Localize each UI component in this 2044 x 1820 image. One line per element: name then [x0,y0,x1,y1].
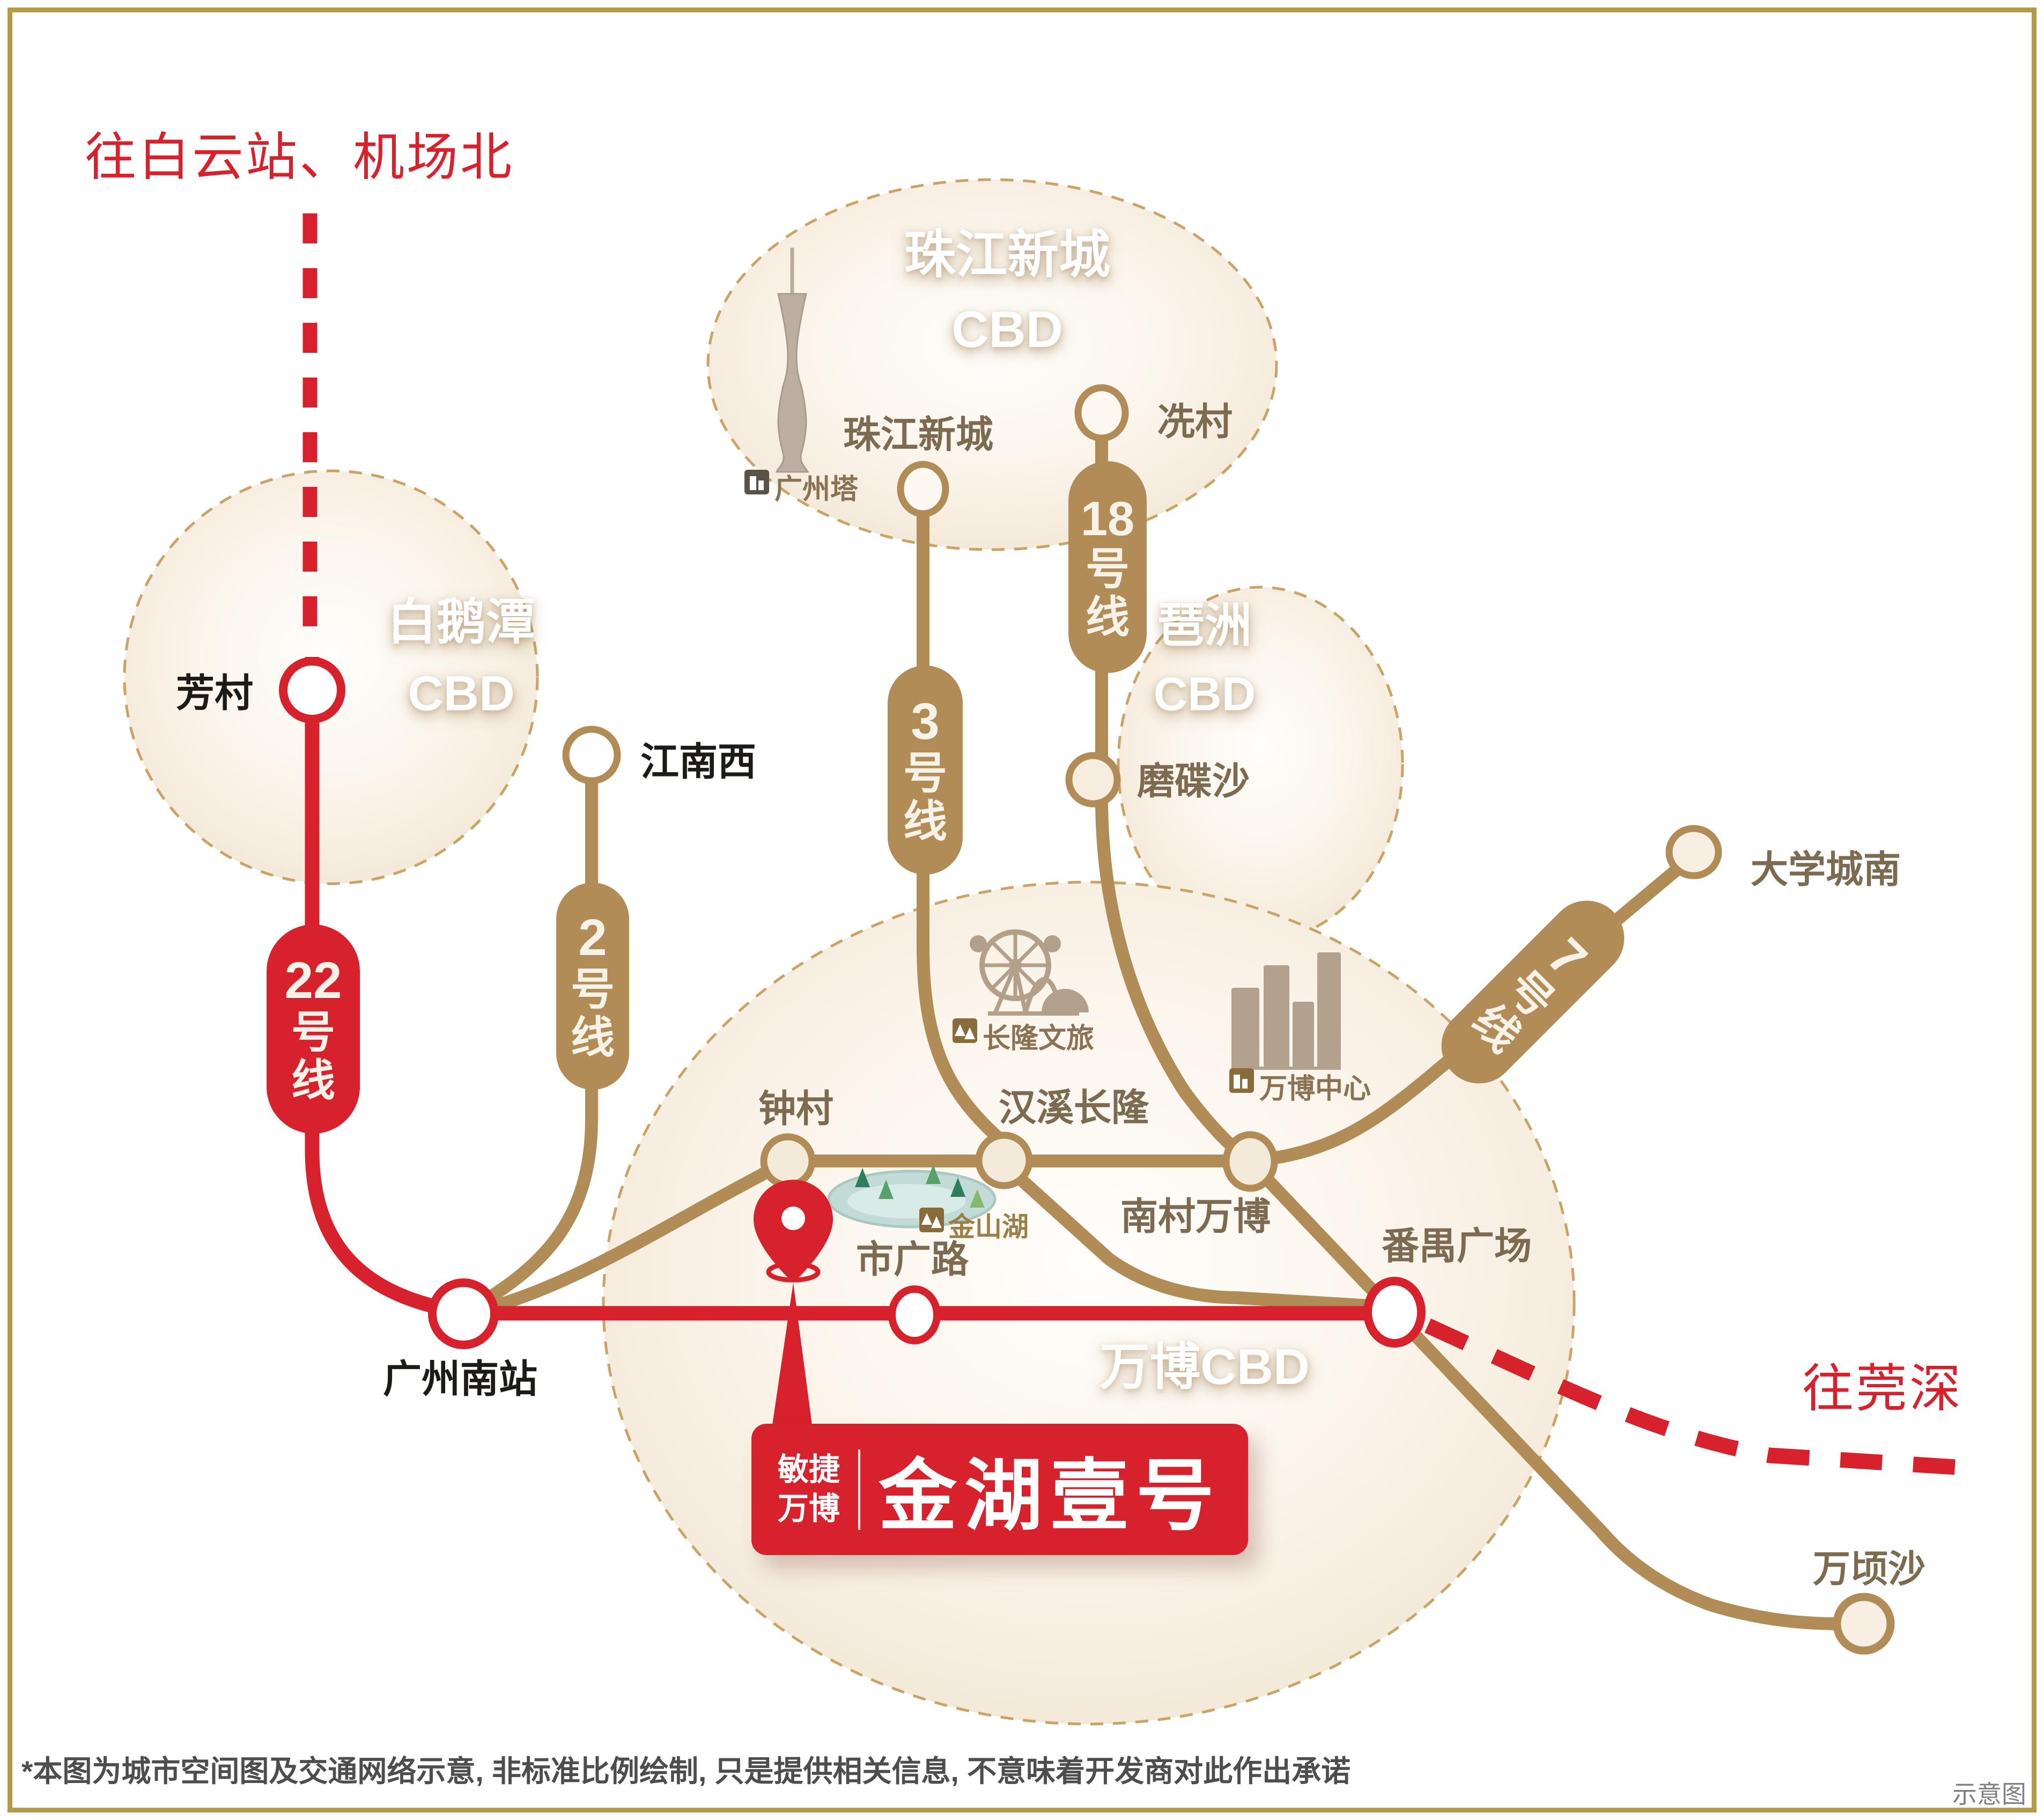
project-brand-top: 敏捷 [777,1452,840,1487]
wanbo-center-label: 万博中心 [1259,1074,1371,1105]
badge-line3: 3 号 线 [888,665,963,875]
badge-line3-hao: 号 [903,749,947,798]
project-name-text: 金湖壹号 [879,1452,1222,1540]
disclaimer-text: *本图为城市空间图及交通网络示意, 非标准比例绘制, 只是提供相关信息, 不意味… [21,1755,1351,1788]
zone-zhujiang-line1: 珠江新城 [904,226,1110,284]
station-panyu-label: 番禺广场 [1382,1225,1532,1267]
location-pin-icon [754,1180,833,1425]
badge-line3-number: 3 [911,693,940,750]
station-xiancun-label: 冼村 [1157,401,1233,443]
direction-south-label: 往莞深 [1802,1360,1963,1418]
zone-baietan-line2: CBD [408,667,515,721]
line7-northeast-path [1249,848,1700,1167]
station-shiguanglu-marker [888,1285,941,1344]
station-zhujiang-marker [897,461,949,517]
station-hanxi-label: 汉溪长隆 [999,1086,1149,1129]
changlong-label: 长隆文旅 [983,1023,1095,1054]
badge-line22-xian: 线 [291,1056,335,1105]
station-nancun-marker [1222,1131,1278,1192]
line2-path [485,779,598,1304]
zone-pazhou-title: 琶洲 CBD [1154,591,1256,728]
line3-north-path [917,511,1006,1146]
station-guangzhounan-marker [428,1278,499,1349]
badge-line2-xian: 线 [570,1013,615,1062]
station-shiguanglu-label: 市广路 [856,1238,969,1281]
badge-line18-xian: 线 [1085,593,1130,642]
project-box-divider [858,1449,860,1530]
jinshanhu-label: 金山湖 [948,1212,1029,1242]
zone-baietan-line1: 白鹅潭 [387,595,536,650]
zone-wanbo-title: 万博CBD [1100,1330,1310,1403]
badge-line2-number: 2 [578,909,607,966]
jinshanhu-label-icon [919,1208,944,1232]
project-brand-bottom: 万博 [777,1491,840,1526]
schematic-tag: 示意图 [1952,1780,2026,1808]
zone-pazhou-line1: 琶洲 [1157,598,1252,652]
landmark-icons [744,470,1254,1232]
badge-line2-hao: 号 [570,965,615,1014]
pin-pointer-wedge [772,1283,812,1425]
badge-line3-xian: 线 [903,797,947,846]
line18-south-path [1245,1157,1838,1630]
zone-wanbo-line1: 万博CBD [1100,1338,1310,1395]
canton-tower-label: 广州塔 [774,474,859,505]
zone-zhujiang-title: 珠江新城 CBD [904,218,1110,367]
zone-baietan-title: 白鹅潭 CBD [387,587,535,730]
badge-line22-hao: 号 [291,1008,335,1057]
badge-line18: 18 号 线 [1068,461,1147,673]
station-zhongcun-label: 钟村 [758,1087,833,1130]
station-hanxi-marker [975,1131,1033,1189]
badge-line22: 22 号 线 [267,924,360,1134]
line22-dashed-southeast [1424,1318,1957,1475]
ferris-wheel-icon [970,929,1089,1016]
station-jiangnanxi-label: 江南西 [640,741,757,784]
station-wanqingsha-label: 万顷沙 [1813,1548,1925,1590]
canton-tower-label-icon [744,470,769,494]
station-nancun-label: 南村万博 [1120,1195,1271,1238]
station-modiesha-marker [1065,752,1121,808]
direction-north-label: 往白云站、机场北 [85,129,514,186]
station-fangcun-label: 芳村 [175,672,254,715]
changlong-label-icon [953,1018,977,1043]
station-zhongcun-marker [760,1133,816,1189]
badge-line2: 2 号 线 [556,883,629,1090]
wanbo-center-label-icon [1229,1068,1254,1093]
station-daxuecheng-marker [1665,825,1722,879]
badge-line18-hao: 号 [1085,544,1130,594]
station-fangcun-marker [279,657,345,723]
stations-layer [279,384,1895,1655]
station-jiangnanxi-marker [562,726,621,785]
badge-line18-number: 18 [1080,492,1135,546]
station-modiesha-label: 磨碟沙 [1137,760,1250,802]
badge-line22-number: 22 [284,952,342,1009]
station-zhujiang-label: 珠江新城 [843,413,993,456]
line3-south-path [1005,1164,1387,1313]
station-panyu-marker [1363,1277,1426,1348]
station-guangzhounan-label: 广州南站 [382,1358,538,1401]
zone-zhujiang-ellipse [706,178,1278,551]
project-brand: 敏捷 万博 [778,1451,840,1528]
zone-pazhou-line2: CBD [1153,667,1256,720]
canton-tower-icon [775,248,809,473]
project-name-box: 敏捷 万博 金湖壹号 [751,1424,1248,1555]
station-daxuecheng-label: 大学城南 [1751,848,1901,891]
zone-zhujiang-line2: CBD [951,301,1063,358]
station-wanqingsha-marker [1833,1593,1895,1655]
line18-mid-path [1095,797,1255,1167]
zone-wanbo-ellipse [602,881,1576,1726]
station-xiancun-marker [1074,384,1129,442]
